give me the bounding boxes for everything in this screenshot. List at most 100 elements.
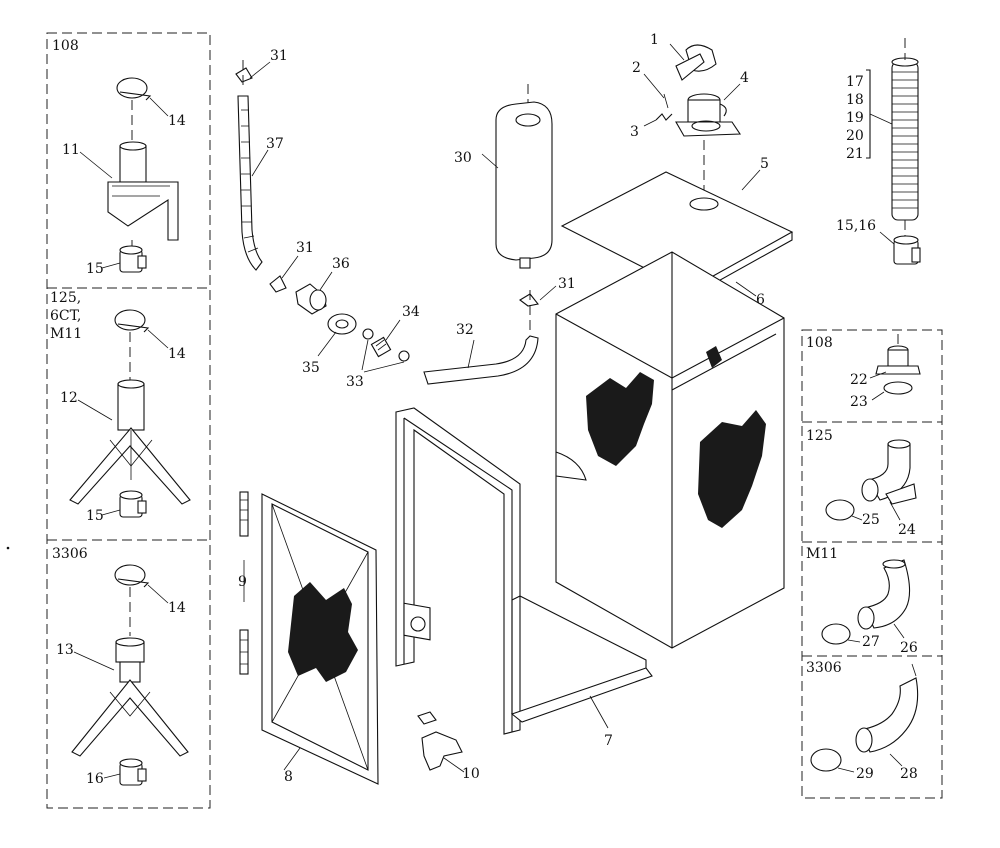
washer-33-b: [398, 350, 410, 362]
left-section-108: 108: [52, 38, 179, 273]
callout-14-b: 14: [168, 346, 186, 362]
clamp-ring-14: [116, 77, 148, 99]
left-section-3306-label: 3306: [52, 546, 88, 562]
left-section-108-label: 108: [52, 38, 79, 54]
hose-32: [423, 335, 539, 385]
right-section-125: 125 25 24: [806, 428, 917, 538]
clamp-15-16: [893, 235, 921, 265]
left-section-6ct-label: 6CT,: [50, 308, 81, 324]
callout-32: 32: [456, 322, 474, 338]
callout-15-a: 15: [86, 261, 104, 277]
right-section-108-label: 108: [806, 335, 833, 351]
muffler-30: 30: [454, 84, 553, 269]
clamp-15-a: [119, 245, 147, 273]
left-section-125-label: 125,: [50, 290, 81, 306]
flange-35: [327, 313, 357, 335]
left-panel-callouts: 14 11 15 14 12 15 14 13 16: [56, 97, 186, 787]
callout-15-b: 15: [86, 508, 104, 524]
door-8: 8: [261, 493, 379, 785]
elbow-26: [863, 559, 911, 629]
callout-25: 25: [862, 512, 880, 528]
washer-33-a: [362, 328, 374, 340]
right-section-3306-label: 3306: [806, 660, 842, 676]
adapter-11: [107, 141, 179, 241]
nipple-31-mid: [269, 275, 287, 293]
top-cap-assembly: 1 2 3 4: [630, 32, 749, 214]
stand-13: [71, 637, 189, 757]
callout-9: 9: [238, 574, 247, 590]
right-section-125-label: 125: [806, 428, 833, 444]
callout-37: 37: [266, 136, 284, 152]
right-section-m11: M11 27 26: [806, 546, 918, 656]
right-section-m11-label: M11: [806, 546, 838, 562]
right-section-3306: 3306 29 28: [806, 660, 919, 782]
callout-15-16: 15,16: [836, 218, 876, 234]
callout-7: 7: [604, 733, 613, 749]
elbow-24: [867, 443, 911, 501]
hose-assembly: 31 37 31 36 35 34 33 32 31: [235, 48, 576, 390]
callout-3: 3: [630, 124, 639, 140]
right-section-108: 108 22 23: [806, 334, 921, 410]
callout-18: 18: [846, 92, 864, 108]
cabinet-6: 6: [555, 251, 785, 649]
callout-13: 13: [56, 642, 74, 658]
callout-23: 23: [850, 394, 868, 410]
left-section-125: 125, 6CT, M11: [50, 290, 191, 518]
callout-29: 29: [856, 766, 874, 782]
clamp-ring-14-b: [114, 309, 146, 331]
callout-36: 36: [332, 256, 350, 272]
callout-27: 27: [862, 634, 880, 650]
callout-31-a: 31: [270, 48, 288, 64]
latch-10: 10: [417, 711, 480, 782]
callout-33: 33: [346, 374, 364, 390]
clamp-15-b: [119, 490, 147, 518]
callout-22: 22: [850, 372, 868, 388]
callout-6: 6: [756, 292, 765, 308]
valve-36: [295, 283, 327, 315]
clamp-ring-14-c: [114, 564, 146, 586]
clamp-27: [821, 623, 851, 645]
callout-4: 4: [740, 70, 749, 86]
right-variant-panel: [801, 329, 943, 799]
hinges-9: 9: [238, 491, 249, 675]
gasket-23: [883, 381, 913, 395]
callout-35: 35: [302, 360, 320, 376]
callout-14-c: 14: [168, 600, 186, 616]
clamp-25: [825, 499, 855, 521]
base-7: 7: [510, 595, 653, 749]
callout-19: 19: [846, 110, 864, 126]
callout-28: 28: [900, 766, 918, 782]
callout-26: 26: [900, 640, 918, 656]
callout-2: 2: [632, 60, 641, 76]
callout-16: 16: [86, 771, 104, 787]
callout-34: 34: [402, 304, 420, 320]
callout-20: 20: [846, 128, 864, 144]
callout-14-a: 14: [168, 113, 186, 129]
callout-8: 8: [284, 769, 293, 785]
elbow-28: [859, 677, 919, 753]
stand-12: [69, 379, 191, 505]
clamp-29: [810, 748, 842, 772]
nipple-31-right: [519, 293, 539, 307]
callout-31-b: 31: [296, 240, 314, 256]
callout-31-c: 31: [558, 276, 576, 292]
scan-speck: [6, 546, 10, 550]
flange-4: [675, 93, 742, 137]
callout-12: 12: [60, 390, 78, 406]
left-section-m11-label: M11: [50, 326, 82, 342]
left-variant-panel: [46, 32, 211, 809]
clamp-16: [119, 758, 147, 786]
hose-37: [237, 95, 263, 271]
flex-pipe-assembly: 17 18 19 20 21 15,16: [836, 38, 921, 265]
left-section-3306: 3306: [52, 546, 189, 786]
callout-11: 11: [62, 142, 80, 158]
callout-5: 5: [760, 156, 769, 172]
callout-21: 21: [846, 146, 864, 162]
spring-3: [655, 113, 673, 121]
callout-10: 10: [462, 766, 480, 782]
door-frame: [395, 407, 521, 735]
callout-1: 1: [650, 32, 659, 48]
callout-30: 30: [454, 150, 472, 166]
